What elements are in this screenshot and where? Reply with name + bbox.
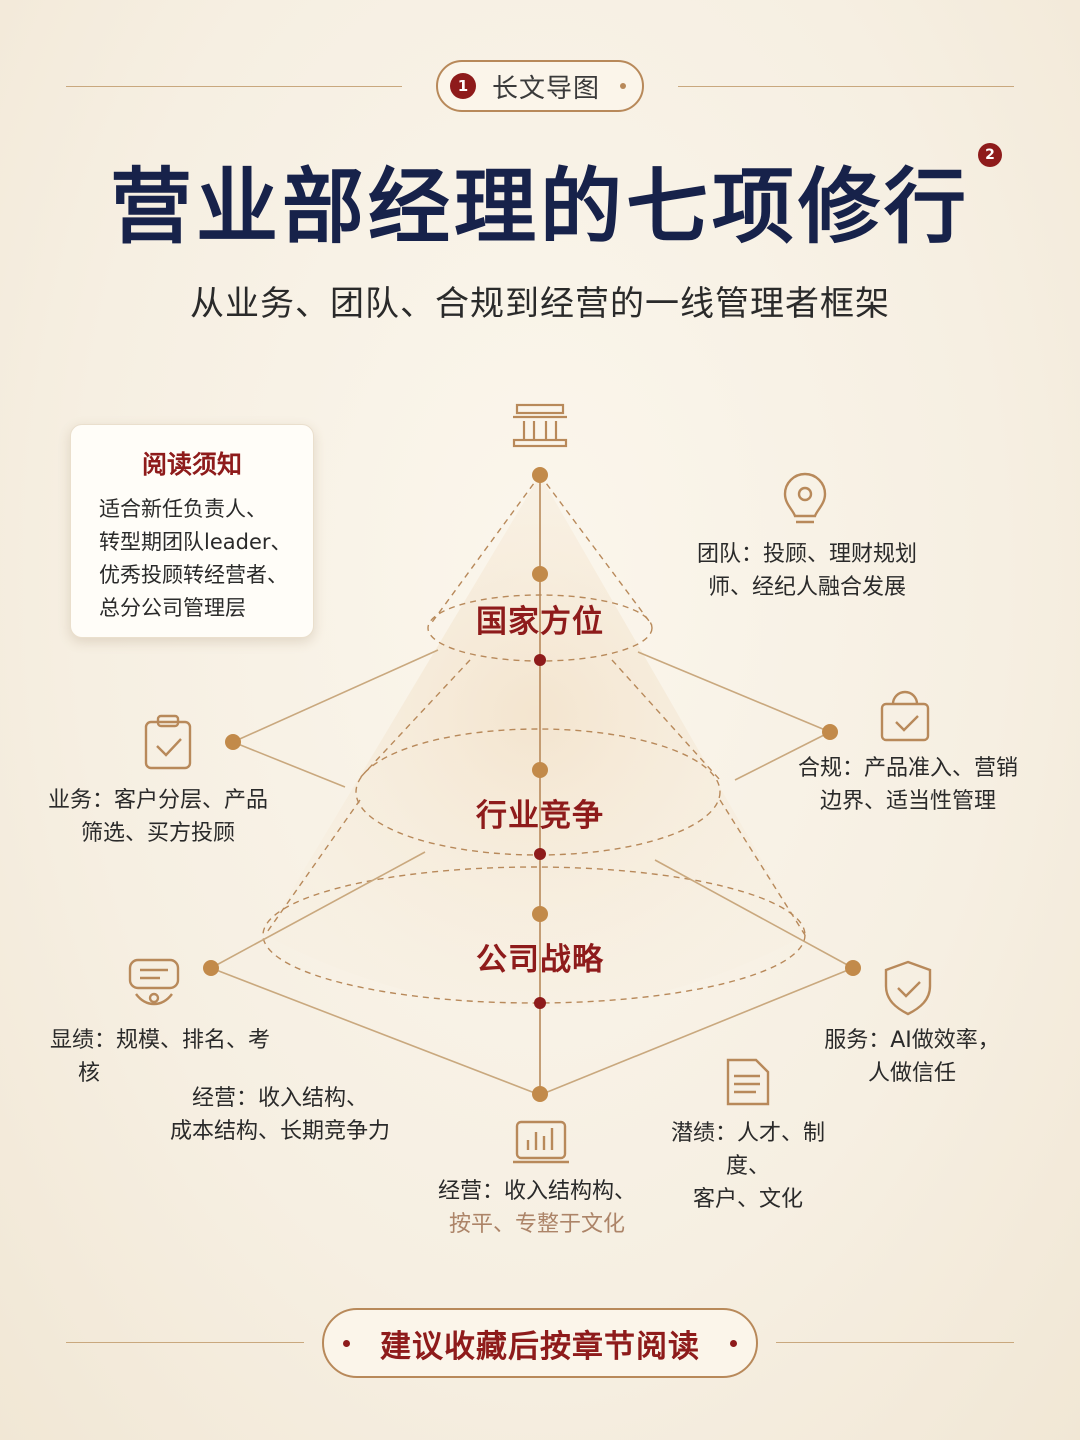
notice-title: 阅读须知 [141,450,242,479]
chat-person-icon [128,958,180,1006]
annotation-service: 服务：AI做效率， 人做信任 [824,1028,1000,1086]
notice-line: 转型期团队leader、 [99,530,292,554]
annotation-operation-left: 经营：收入结构、 成本结构、长期竞争力 [169,1086,390,1144]
lock-bag-check-icon [880,690,930,742]
notice-line: 总分公司管理层 [99,596,246,620]
footer-banner: 建议收藏后按章节阅读 [322,1308,758,1378]
badge-label: 长文导图 [492,73,601,104]
pyramid-body [265,475,805,1008]
document-icon [726,1058,770,1106]
header-divider-left [66,86,402,87]
shield-check-icon [884,960,932,1016]
annotation-business: 业务：客户分层、产品 筛选、买方投顾 [47,788,268,846]
layer-label-national: 国家方位 [476,604,604,640]
crimson-nodes [534,654,546,1009]
footer-dot-left [343,1339,350,1347]
clipboard-check-icon [144,714,192,770]
connector-lines [210,649,854,1096]
annotation-hidden-performance: 潜绩：人才、制度、 客户、文化 [670,1121,825,1212]
badge-dot [620,83,627,89]
badge-number: 1 [450,73,476,99]
layer-label-industry: 行业竞争 [476,798,604,834]
layer-label-company: 公司战略 [476,942,604,978]
bank-building-icon [512,403,568,448]
annotation-performance: 显绩：规模、排名、考 核 [50,1028,271,1086]
page-subtitle: 从业务、团队、合规到经营的一线管理者框架 [190,284,890,324]
header-divider-right [678,86,1014,87]
bar-chart-icon [513,1120,569,1164]
lightbulb-pin-icon [783,472,827,524]
title-superscript: 2 [978,143,1002,167]
page-title: 营业部经理的七项修行 [109,159,970,255]
annotation-team: 团队：投顾、理财规划 师、经纪人融合发展 [696,542,917,600]
notice-line: 适合新任负责人、 [99,497,267,521]
footer-divider-left [66,1342,304,1343]
footer-label: 建议收藏后按章节阅读 [380,1328,700,1365]
notice-line: 优秀投顾转经营者、 [99,563,288,587]
footer-divider-right [776,1342,1014,1343]
annotation-operation-bottom: 经营：收入结构构、 按平、专整于文化 [437,1179,636,1237]
annotation-compliance: 合规：产品准入、营销 边界、适当性管理 [797,756,1018,814]
gold-nodes [203,467,861,1102]
section-badge: 1 长文导图 [436,60,644,112]
reading-notice-card: 阅读须知 适合新任负责人、 转型期团队leader、 优秀投顾转经营者、 总分公… [70,424,314,638]
footer-dot-right [730,1339,737,1347]
